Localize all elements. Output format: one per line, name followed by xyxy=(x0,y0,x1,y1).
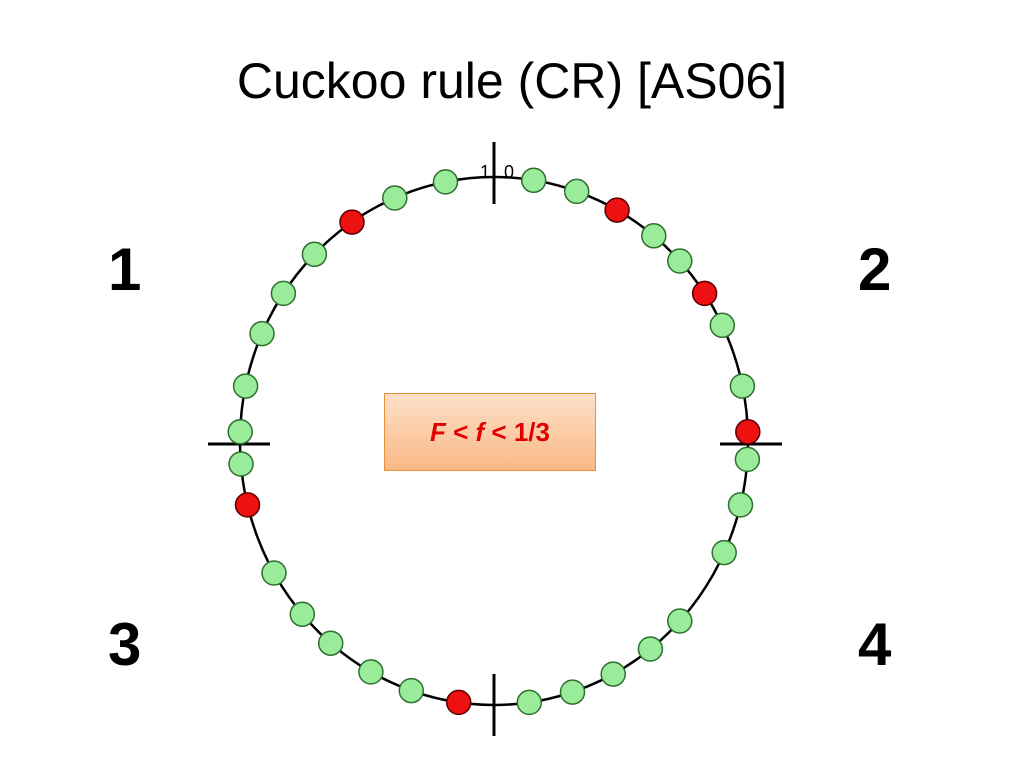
honest-node xyxy=(289,601,316,627)
slide-title: Cuckoo rule (CR) [AS06] xyxy=(236,53,788,109)
adversary-node xyxy=(735,419,761,445)
honest-node xyxy=(270,280,297,307)
honest-node xyxy=(709,312,736,339)
quadrant-label-1: 1 xyxy=(108,236,142,303)
honest-node xyxy=(228,451,254,477)
honest-node xyxy=(249,320,275,347)
honest-node xyxy=(563,178,590,205)
quadrant-label-2: 2 xyxy=(858,236,892,303)
honest-node xyxy=(398,677,425,704)
formula-lt-2: < xyxy=(484,416,514,447)
honest-node xyxy=(600,661,626,687)
honest-node xyxy=(261,560,287,586)
honest-node xyxy=(727,492,754,518)
adversary-node xyxy=(339,209,365,235)
honest-node xyxy=(516,689,543,716)
honest-node xyxy=(382,185,408,211)
honest-node xyxy=(301,241,328,268)
honest-node xyxy=(232,373,259,399)
adversary-node xyxy=(691,280,718,307)
formula-var-F: F xyxy=(430,416,446,447)
adversary-node xyxy=(234,492,261,518)
formula-bound: 1/3 xyxy=(513,416,550,447)
honest-node xyxy=(641,223,667,249)
honest-node xyxy=(520,167,547,194)
honest-node xyxy=(734,446,761,473)
honest-node xyxy=(358,659,384,685)
adversary-node xyxy=(604,197,630,223)
adversary-node xyxy=(445,689,472,716)
honest-node xyxy=(227,419,253,445)
formula-var-f: f xyxy=(475,416,485,447)
honest-node xyxy=(317,630,344,656)
ring-label-zero: 0 xyxy=(504,162,514,182)
honest-node xyxy=(432,169,459,195)
quadrant-label-3: 3 xyxy=(108,611,142,678)
formula-lt-1: < xyxy=(445,416,476,447)
honest-node xyxy=(667,608,693,634)
honest-node xyxy=(711,539,737,566)
honest-node xyxy=(667,248,693,274)
honest-node xyxy=(559,679,586,705)
ring-nodes xyxy=(227,167,761,716)
quadrant-label-4: 4 xyxy=(858,611,892,678)
ring-label-one: 1 xyxy=(480,162,490,182)
formula-box: F < f < 1/3 xyxy=(384,393,596,471)
honest-node xyxy=(729,373,756,399)
honest-node xyxy=(637,636,664,662)
